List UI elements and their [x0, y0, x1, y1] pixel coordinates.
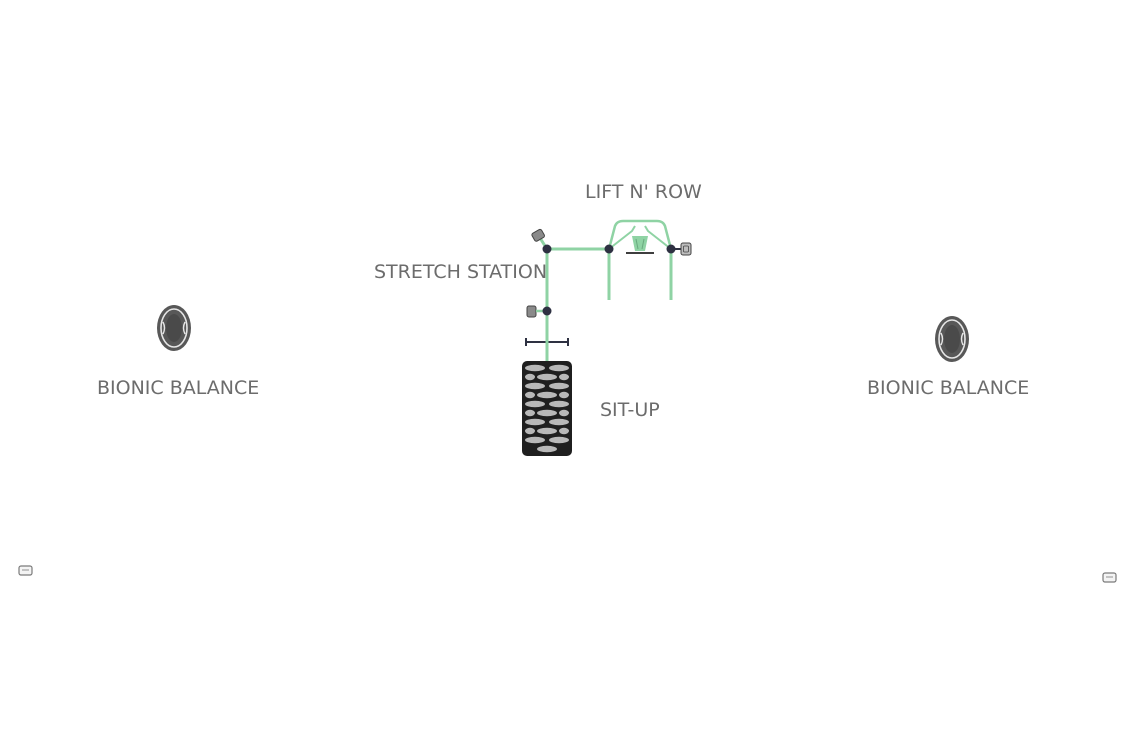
bionic-balance-pod-icon [935, 316, 969, 362]
sit-up-label: SIT-UP [600, 399, 660, 421]
bionic-balance-pod-icon [157, 305, 191, 351]
sit-up-bench-icon [522, 361, 572, 456]
combined-fitness-frame[interactable] [522, 219, 692, 456]
small-marker-icon [1102, 572, 1117, 583]
stretch-station-label: STRETCH STATION [374, 261, 548, 283]
sit-up-foot-bar-icon [525, 322, 569, 362]
stretch-station-icon [526, 228, 609, 365]
bionic-balance-left[interactable] [157, 305, 191, 351]
lift-row-label: LIFT N' ROW [585, 181, 702, 203]
bionic-balance-right-label: BIONIC BALANCE [867, 377, 1030, 399]
lift-row-station-icon [604, 219, 692, 300]
bionic-balance-left-label: BIONIC BALANCE [97, 377, 260, 399]
small-marker-icon [18, 565, 33, 576]
bionic-balance-right[interactable] [935, 316, 969, 362]
marker-left[interactable] [18, 565, 33, 576]
marker-right[interactable] [1102, 572, 1117, 583]
